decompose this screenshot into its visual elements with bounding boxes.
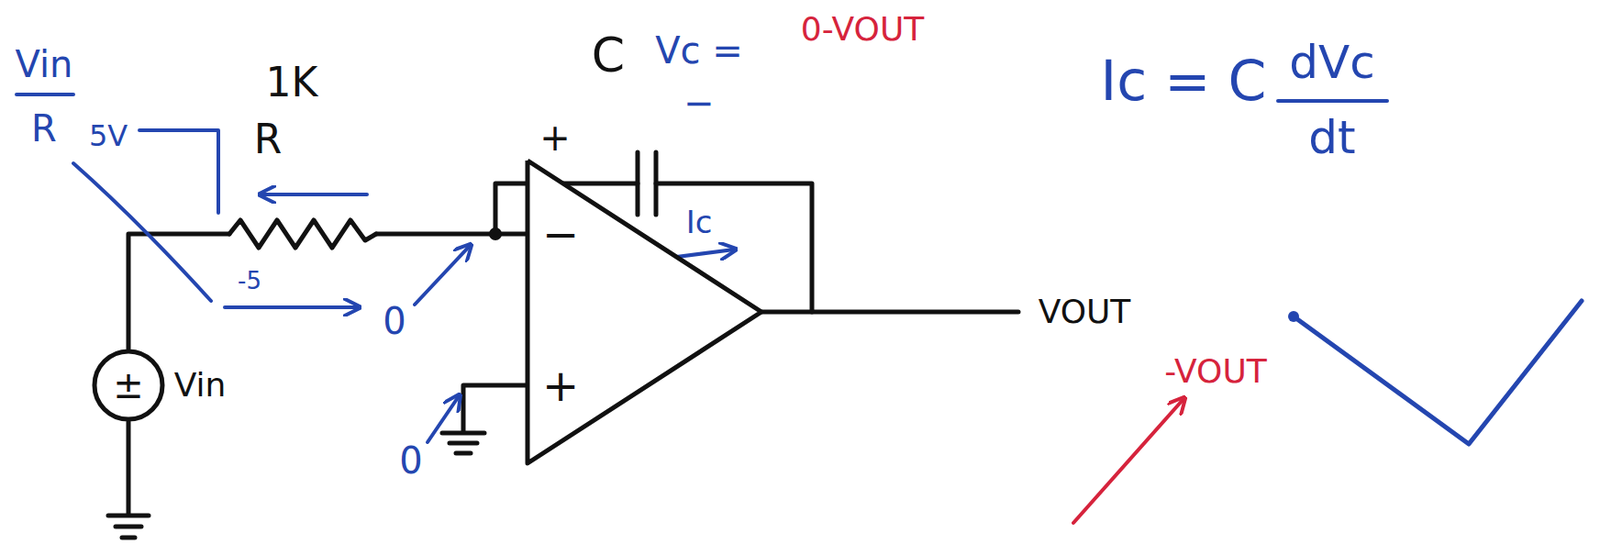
leader-line <box>73 163 212 301</box>
op-amp-symbol: −+ <box>527 160 762 464</box>
signal-name: Vin <box>15 45 74 83</box>
current-arrow <box>261 192 367 197</box>
ground-symbol <box>108 515 149 538</box>
equation-text: Ic = C <box>1100 53 1267 109</box>
pointer-arrow <box>427 396 459 443</box>
pointer-arrow <box>414 245 470 305</box>
source-circle <box>94 351 163 420</box>
voltage-note: -5 <box>237 268 262 293</box>
pointer-arrow <box>1073 399 1184 523</box>
equation-text: dVc <box>1288 39 1375 86</box>
output-wire <box>761 310 1019 315</box>
op-amp-symbol-outline <box>527 160 762 464</box>
input-wire <box>128 233 230 349</box>
signal-name: VOUT <box>1038 295 1132 329</box>
equation-text: Vc = <box>655 32 744 69</box>
equation-text: dt <box>1308 114 1356 161</box>
signal-name: Vin <box>174 368 227 402</box>
signal-name: -VOUT <box>1164 355 1267 389</box>
voltage-note: 0 <box>399 442 423 479</box>
polarity-mark: ± <box>112 366 145 404</box>
voltage-bracket <box>139 130 219 213</box>
current-arrow <box>224 305 358 310</box>
polarity-mark: − <box>542 211 579 256</box>
polarity-mark: − <box>683 84 715 122</box>
signal-name: R <box>31 110 57 147</box>
source-wire <box>126 422 132 514</box>
ground-symbol <box>442 433 485 454</box>
amplifier-triangle <box>527 160 762 464</box>
equation-text: 0-VOUT <box>800 12 924 46</box>
ground-wire <box>463 385 528 432</box>
voltage-note: 5V <box>88 121 128 151</box>
fraction-bar <box>1277 99 1388 103</box>
polarity-mark: + <box>542 363 579 408</box>
inverting-wire <box>376 232 528 237</box>
resistor-value: 1K <box>266 62 319 103</box>
junction-dot <box>488 227 502 241</box>
resistor-symbol <box>229 220 377 248</box>
waveform-dot <box>1288 311 1300 323</box>
capacitor-symbol <box>637 152 656 215</box>
part-name: R <box>254 119 283 160</box>
polarity-mark: + <box>539 119 571 156</box>
signal-name: Ic <box>686 206 713 238</box>
output-waveform <box>1293 300 1582 445</box>
part-name: C <box>591 31 625 79</box>
voltage-source: ± <box>91 348 166 423</box>
fraction-bar <box>16 92 74 97</box>
voltage-note: 0 <box>382 302 406 340</box>
